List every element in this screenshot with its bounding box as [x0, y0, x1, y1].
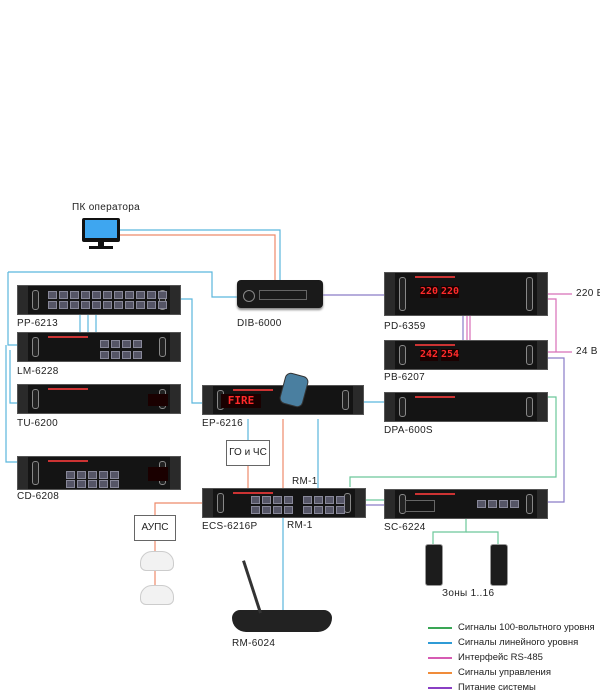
rm1-bottom-label: RM-1 [287, 520, 313, 531]
device-dpa600s[interactable] [384, 392, 548, 422]
pb6207-display-right: 254 [441, 349, 460, 361]
ep6216-fire-display: FIRE [221, 394, 261, 408]
wire-sources-dib [8, 271, 237, 298]
legend-item: Сигналы линейного уровня [428, 635, 595, 650]
device-pp6213-label: PP-6213 [17, 318, 59, 329]
monitor-icon[interactable] [82, 218, 120, 250]
device-ep6216-label: EP-6216 [202, 418, 244, 429]
device-pp6213[interactable] [17, 285, 181, 315]
device-sc6224[interactable] [384, 489, 548, 519]
go-chs-box: ГО и ЧС [226, 440, 270, 466]
wire-ecs-aups [154, 502, 202, 515]
legend-swatch [428, 641, 452, 644]
device-pd6359-label: PD-6359 [384, 321, 426, 332]
legend-item: Сигналы управления [428, 665, 595, 680]
wire-220v-drop [547, 298, 557, 352]
speaker-icon [490, 544, 508, 586]
aups-box: АУПС [134, 515, 176, 541]
device-ecs6216p[interactable] [202, 488, 366, 518]
legend: Сигналы 100-вольтного уровня Сигналы лин… [428, 620, 595, 695]
device-sc6224-label: SC-6224 [384, 522, 426, 533]
rm1-top-label: RM-1 [292, 476, 318, 487]
device-ecs6216p-label: ECS-6216P [202, 521, 258, 532]
device-dib6000-label: DIB-6000 [237, 318, 282, 329]
smoke-detector-icon [140, 551, 174, 571]
pd6359-display-right: 220 [441, 286, 460, 298]
wire-bus-tu [9, 350, 18, 404]
v24-label: 24 В [576, 346, 598, 357]
legend-swatch [428, 626, 452, 629]
v220-label: 220 В [576, 288, 600, 299]
wire-pb-sc-power [547, 357, 565, 503]
device-dpa600s-label: DPA-600S [384, 425, 433, 436]
pb6207-display-left: 242 [420, 349, 439, 361]
device-rm6024-label: RM-6024 [232, 638, 276, 649]
wire-pc-dib-control [120, 234, 276, 282]
device-tu6200-label: TU-6200 [17, 418, 59, 429]
legend-swatch [428, 686, 452, 689]
device-pd6359[interactable]: 220 220 [384, 272, 548, 316]
wire-bus-cd [5, 345, 18, 463]
wire-sc-zones-b [466, 531, 499, 545]
legend-item: Интерфейс RS-485 [428, 650, 595, 665]
legend-item: Сигналы 100-вольтного уровня [428, 620, 595, 635]
zones-label: Зоны 1..16 [442, 588, 495, 599]
wire-pp-ep [180, 298, 202, 404]
speaker-icon [425, 544, 443, 586]
device-pb6207[interactable]: 242 254 [384, 340, 548, 370]
device-tu6200[interactable] [17, 384, 181, 414]
smoke-detector-icon [140, 585, 174, 605]
operator-pc-label: ПК оператора [72, 202, 140, 213]
wire-bus-left [7, 272, 18, 346]
device-lm6228[interactable] [17, 332, 181, 362]
wire-sc-zones [432, 518, 467, 545]
device-dib6000[interactable] [237, 280, 323, 308]
wire-dpa-ecs-100v [349, 396, 557, 487]
pd6359-display-left: 220 [420, 286, 439, 298]
device-rm6024[interactable] [232, 610, 332, 632]
device-cd6208-label: CD-6208 [17, 491, 60, 502]
wire-pc-dib-line [120, 229, 281, 282]
device-pb6207-label: PB-6207 [384, 372, 426, 383]
legend-swatch [428, 671, 452, 674]
device-cd6208[interactable] [17, 456, 181, 490]
device-lm6228-label: LM-6228 [17, 366, 59, 377]
legend-swatch [428, 656, 452, 659]
legend-item: Питание системы [428, 680, 595, 695]
